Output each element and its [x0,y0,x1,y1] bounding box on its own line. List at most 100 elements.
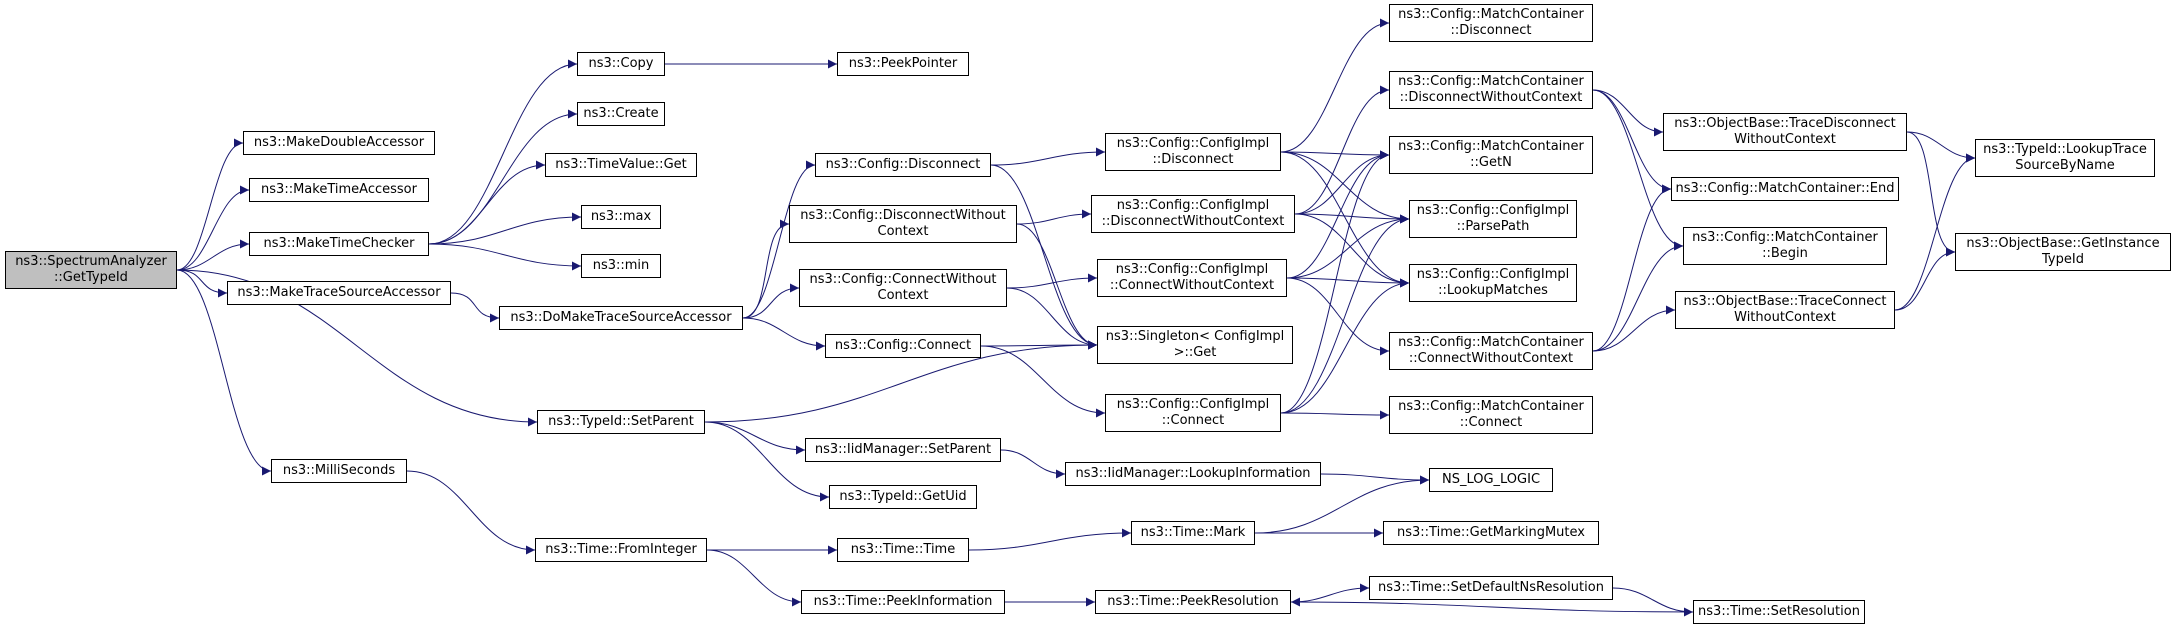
edge-n0-n5 [176,269,272,476]
edge-n24-n32 [1592,89,1684,251]
node-object-base-trace-disconnect-without-context[interactable]: ns3::ObjectBase::TraceDisconnect Without… [1663,113,1907,151]
node-time-peek-information[interactable]: ns3::Time::PeekInformation [801,590,1005,614]
node-config-impl-connect-without-context[interactable]: ns3::Config::ConfigImpl ::ConnectWithout… [1097,259,1287,297]
edge-n6-n37 [704,421,830,502]
edge-n22-n27 [1280,278,1410,414]
edge-n3-n9 [428,160,546,245]
edge-n13-n17 [742,317,826,351]
edge-n0-n4 [176,269,228,298]
edge-n28-n32 [1592,241,1684,352]
edge-n22-n26 [1280,214,1410,414]
node-iid-manager-set-parent[interactable]: ns3::IidManager::SetParent [805,438,1001,462]
edge-n15-n21 [1016,223,1098,350]
node-config-impl-connect[interactable]: ns3::Config::ConfigImpl ::Connect [1105,394,1281,432]
edge-n5-n40 [406,470,536,555]
edge-n20-n25 [1286,150,1390,279]
edge-n43-n39 [1254,475,1430,534]
node-iid-manager-lookup-information[interactable]: ns3::IidManager::LookupInformation [1065,462,1321,486]
node-config-disconnect[interactable]: ns3::Config::Disconnect [815,153,991,177]
node-match-container-begin[interactable]: ns3::Config::MatchContainer ::Begin [1683,227,1887,265]
edge-n40-n42 [706,549,802,607]
node-config-impl-disconnect[interactable]: ns3::Config::ConfigImpl ::Disconnect [1105,133,1281,171]
node-object-base-get-instance-type-id[interactable]: ns3::ObjectBase::GetInstance TypeId [1955,233,2171,271]
node-time-peek-resolution[interactable]: ns3::Time::PeekResolution [1095,590,1291,614]
edge-n0-n3 [176,239,250,271]
node-time-from-integer[interactable]: ns3::Time::FromInteger [535,538,707,562]
node-time-time[interactable]: ns3::Time::Time [837,538,969,562]
edge-n30-n35 [1906,131,1956,257]
edge-n6-n36 [704,421,806,455]
edge-n24-n30 [1592,89,1664,137]
edge-n17-n22 [980,345,1106,418]
node-match-container-connect[interactable]: ns3::Config::MatchContainer ::Connect [1389,396,1593,434]
edge-n15-n19 [1016,209,1092,225]
node-match-container-end[interactable]: ns3::Config::MatchContainer::End [1671,177,1899,201]
edge-n28-n33 [1592,305,1676,352]
edge-n36-n38 [1000,449,1066,479]
edge-n19-n24 [1294,85,1390,215]
edge-n16-n21 [1006,287,1098,350]
node-make-time-accessor[interactable]: ns3::MakeTimeAccessor [249,178,429,202]
edge-n13-n15 [742,219,790,319]
node-match-container-disconnect-without-context[interactable]: ns3::Config::MatchContainer ::Disconnect… [1389,71,1593,109]
edge-n20-n26 [1286,214,1410,279]
node-match-container-get-n[interactable]: ns3::Config::MatchContainer ::GetN [1389,136,1593,174]
node-config-connect[interactable]: ns3::Config::Connect [825,334,981,358]
node-ns-log-logic[interactable]: NS_LOG_LOGIC [1429,468,1553,492]
node-min[interactable]: ns3::min [581,254,661,278]
node-make-trace-source-accessor[interactable]: ns3::MakeTraceSourceAccessor [227,281,451,305]
edge-n16-n20 [1006,273,1098,289]
edge-n3-n11 [428,243,582,271]
node-time-get-marking-mutex[interactable]: ns3::Time::GetMarkingMutex [1383,521,1599,545]
node-time-value-get[interactable]: ns3::TimeValue::Get [545,153,697,177]
node-config-connect-without-context[interactable]: ns3::Config::ConnectWithout Context [799,269,1007,307]
edge-n0-n6 [176,269,538,427]
edge-n20-n27 [1286,277,1410,288]
node-config-impl-lookup-matches[interactable]: ns3::Config::ConfigImpl ::LookupMatches [1409,264,1577,302]
node-time-mark[interactable]: ns3::Time::Mark [1131,521,1255,545]
edge-n33-n35 [1894,247,1956,311]
edge-n6-n21 [704,340,1098,423]
edge-n0-n1 [176,138,244,271]
node-type-id-get-uid[interactable]: ns3::TypeId::GetUid [829,485,977,509]
node-time-set-resolution[interactable]: ns3::Time::SetResolution [1693,600,1865,624]
node-config-impl-parse-path[interactable]: ns3::Config::ConfigImpl ::ParsePath [1409,200,1577,238]
edge-n18-n23 [1280,18,1390,153]
node-milli-seconds[interactable]: ns3::MilliSeconds [271,459,407,483]
edge-n14-n21 [990,164,1098,350]
node-do-make-trace-source-accessor[interactable]: ns3::DoMakeTraceSourceAccessor [499,306,743,330]
edge-n18-n27 [1280,151,1410,288]
edge-n14-n18 [990,147,1106,166]
node-make-double-accessor[interactable]: ns3::MakeDoubleAccessor [243,131,435,155]
edge-n0-n2 [176,185,250,271]
edge-n33-n34 [1894,153,1976,311]
edge-n22-n25 [1280,150,1390,414]
node-type-id-set-parent[interactable]: ns3::TypeId::SetParent [537,410,705,434]
edge-n41-n43 [968,528,1132,551]
node-config-impl-disconnect-without-context[interactable]: ns3::Config::ConfigImpl ::DisconnectWith… [1091,195,1295,233]
edge-n3-n7 [428,59,578,245]
edge-n46-n47 [1612,587,1694,617]
node-object-base-trace-connect-without-context[interactable]: ns3::ObjectBase::TraceConnect WithoutCon… [1675,291,1895,329]
edge-n4-n13 [450,292,500,323]
node-peek-pointer[interactable]: ns3::PeekPointer [837,52,969,76]
node-match-container-disconnect[interactable]: ns3::Config::MatchContainer ::Disconnect [1389,4,1593,42]
node-config-disconnect-without-context[interactable]: ns3::Config::DisconnectWithout Context [789,205,1017,243]
edge-n22-n29 [1280,410,1390,420]
node-make-time-checker[interactable]: ns3::MakeTimeChecker [249,232,429,256]
node-max[interactable]: ns3::max [581,205,661,229]
node-copy[interactable]: ns3::Copy [577,52,665,76]
node-time-set-default-ns-resolution[interactable]: ns3::Time::SetDefaultNsResolution [1369,576,1613,600]
node-match-container-connect-without-context[interactable]: ns3::Config::MatchContainer ::ConnectWit… [1389,332,1593,370]
node-spectrum-analyzer-get-type-id[interactable]: ns3::SpectrumAnalyzer ::GetTypeId [5,251,177,289]
edge-n20-n28 [1286,277,1390,356]
edge-n13-n16 [742,283,800,319]
edge-n19-n25 [1294,150,1390,215]
edge-n19-n27 [1294,213,1410,288]
node-create[interactable]: ns3::Create [577,102,665,126]
edge-n47-n45 [1290,597,1694,613]
node-singleton-config-impl-get[interactable]: ns3::Singleton< ConfigImpl >::Get [1097,326,1293,364]
node-type-id-lookup-trace-source-by-name[interactable]: ns3::TypeId::LookupTrace SourceByName [1975,139,2155,177]
edge-n18-n25 [1280,150,1390,160]
